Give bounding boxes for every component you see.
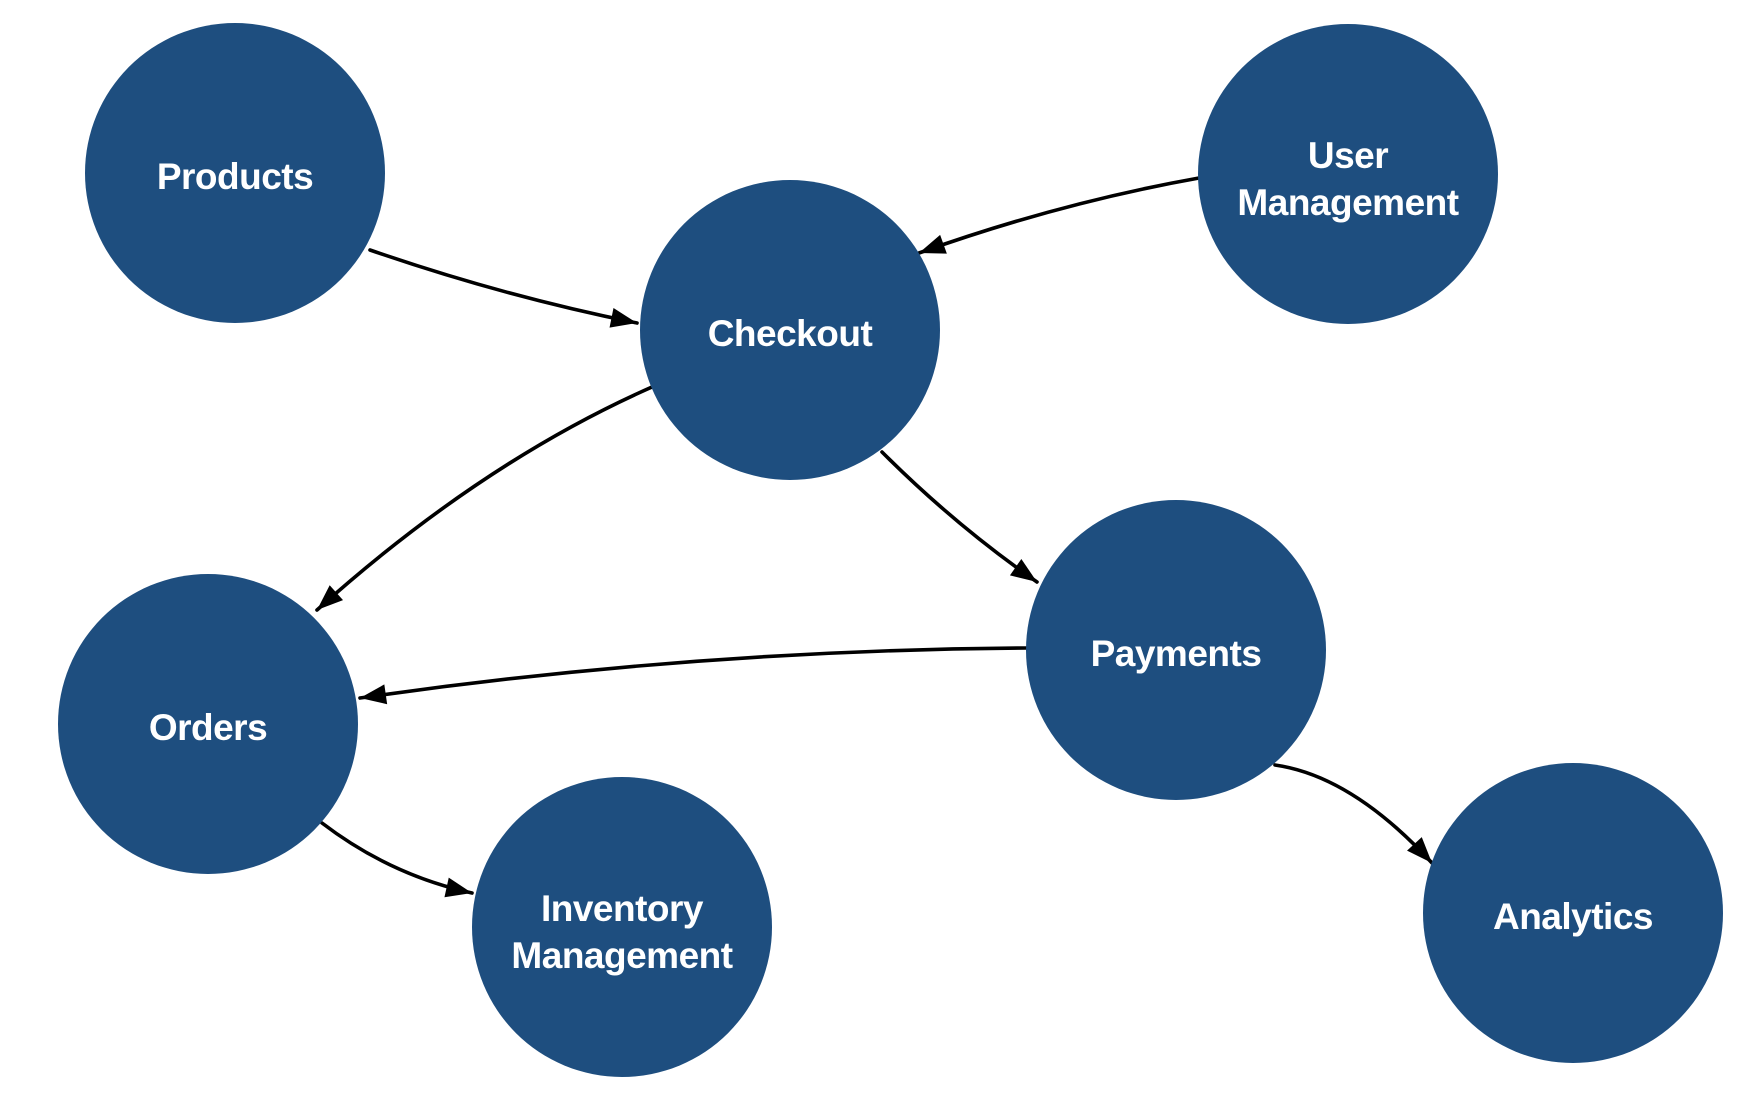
edge-checkout-to-payments [880, 450, 1039, 584]
edge-orders-to-inventory-management [320, 821, 474, 898]
node-label-analytics: Analytics [1493, 896, 1653, 937]
edge-line-user-management-to-checkout [917, 176, 1201, 255]
arrowhead-icon-checkout-to-orders [317, 585, 344, 610]
edge-payments-to-analytics [1273, 763, 1434, 865]
arrowhead-icon-products-to-checkout [609, 308, 637, 328]
node-circle-payments[interactable] [1026, 500, 1326, 800]
edge-line-payments-to-analytics [1273, 763, 1434, 865]
node-label-line: Analytics [1493, 896, 1653, 937]
node-label-line: Orders [149, 707, 267, 748]
node-label-line: Products [157, 156, 313, 197]
node-label-line: Checkout [708, 313, 873, 354]
edge-line-checkout-to-orders [315, 385, 654, 612]
node-label-checkout: Checkout [708, 313, 873, 354]
node-analytics[interactable]: Analytics [1423, 763, 1723, 1063]
node-circle-inventory-management[interactable] [472, 777, 772, 1077]
arrowhead-icon-payments-to-analytics [1407, 837, 1432, 863]
node-circle-checkout[interactable] [640, 180, 940, 480]
edge-checkout-to-orders [315, 385, 654, 612]
edge-line-payments-to-orders [358, 646, 1028, 700]
edge-products-to-checkout [368, 248, 639, 328]
arrowhead-icon-checkout-to-payments [1009, 558, 1037, 582]
node-label-products: Products [157, 156, 313, 197]
node-payments[interactable]: Payments [1026, 500, 1326, 800]
node-label-line: Management [1237, 182, 1458, 223]
arrowhead-icon-payments-to-orders [360, 684, 388, 705]
node-checkout[interactable]: Checkout [640, 180, 940, 480]
node-label-payments: Payments [1091, 633, 1262, 674]
node-circle-analytics[interactable] [1423, 763, 1723, 1063]
node-circle-orders[interactable] [58, 574, 358, 874]
edge-payments-to-orders [358, 646, 1028, 705]
node-circle-user-management[interactable] [1198, 24, 1498, 324]
edge-line-products-to-checkout [368, 248, 639, 325]
node-label-line: Payments [1091, 633, 1262, 674]
node-products[interactable]: Products [85, 23, 385, 323]
node-label-line: Inventory [541, 888, 704, 929]
node-label-orders: Orders [149, 707, 267, 748]
edge-line-checkout-to-payments [880, 450, 1039, 584]
arrowhead-icon-user-management-to-checkout [919, 234, 947, 254]
node-label-line: Management [511, 935, 732, 976]
node-circle-products[interactable] [85, 23, 385, 323]
node-orders[interactable]: Orders [58, 574, 358, 874]
edge-user-management-to-checkout [917, 176, 1201, 255]
node-label-line: User [1308, 135, 1388, 176]
arrowhead-icon-orders-to-inventory-management [444, 877, 472, 898]
